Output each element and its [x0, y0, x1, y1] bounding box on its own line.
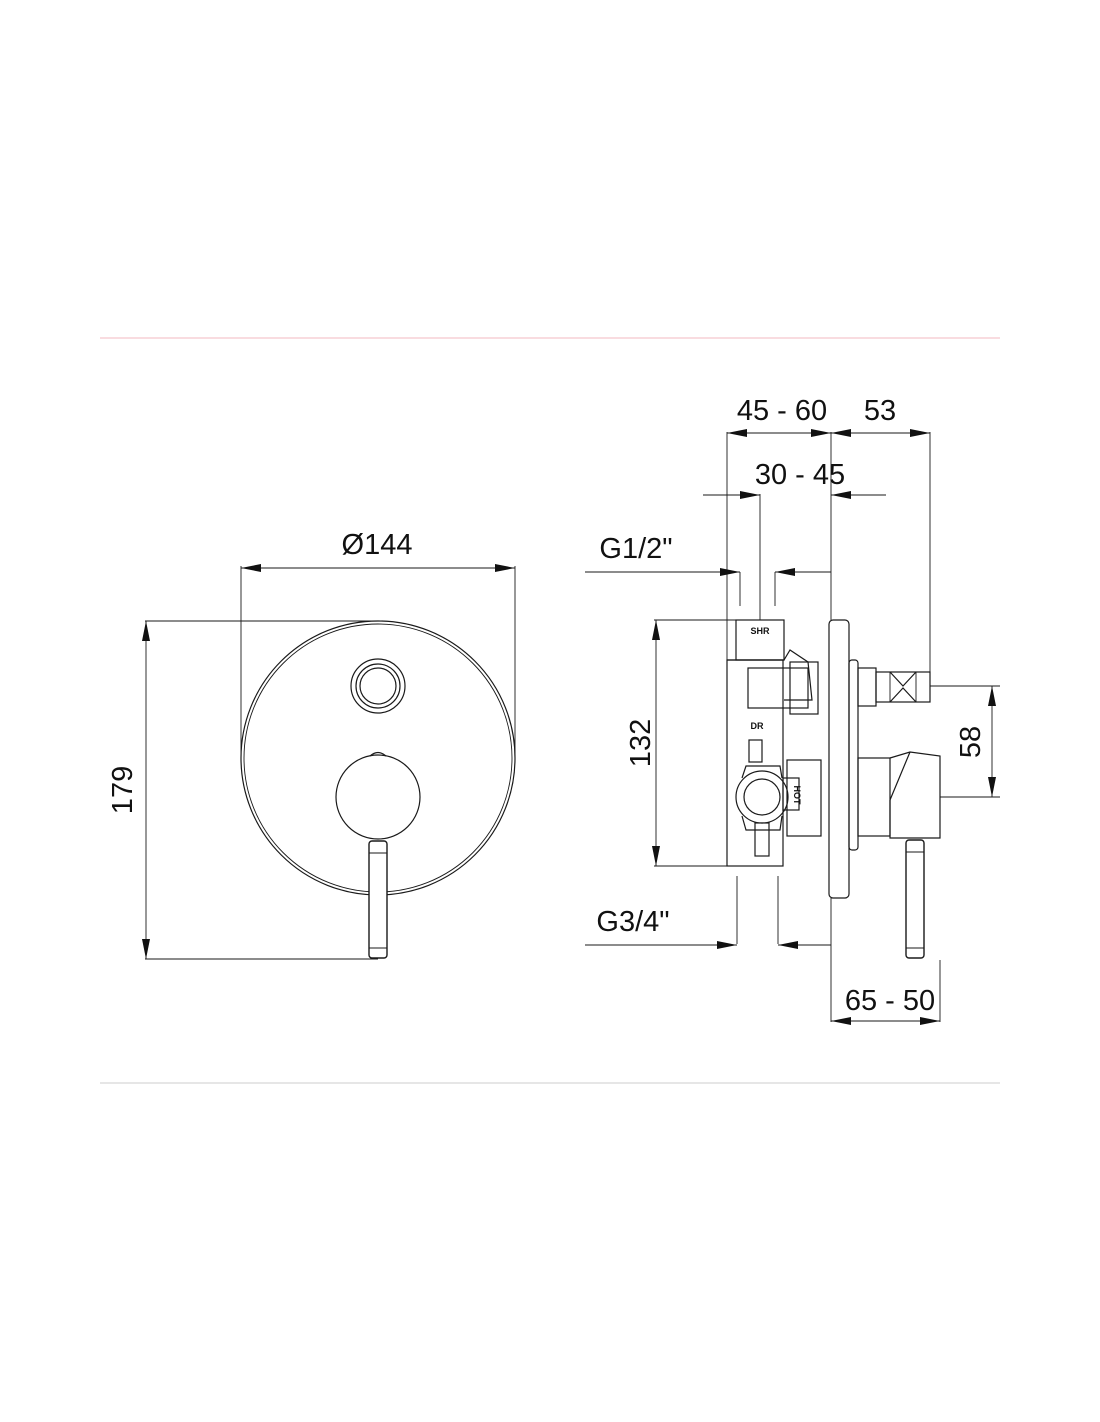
- dim-45-60-label: 45 - 60: [737, 395, 827, 427]
- hot-label-box: [782, 777, 800, 811]
- dim-g34-arrow-r: [778, 941, 798, 949]
- front-view: Ø144 179: [107, 529, 516, 960]
- diverter-side-knob: [875, 671, 931, 703]
- dim-45-60-arrow-r: [811, 429, 831, 437]
- dim-58-arrow-b: [988, 777, 996, 797]
- dim-132-label: 132: [625, 719, 657, 767]
- dim-30-45-arrow-r: [831, 491, 851, 499]
- height-arrow-top: [142, 621, 150, 641]
- diameter-label: Ø144: [342, 529, 413, 561]
- height-arrow-bottom: [142, 939, 150, 959]
- dim-53-arrow-r: [910, 429, 930, 437]
- dim-45-60-arrow-l: [727, 429, 747, 437]
- lever-handle: [368, 840, 388, 959]
- side-view: SHR DR HOT: [585, 395, 1000, 1025]
- dim-58-arrow-t: [988, 686, 996, 706]
- upper-cartridge: [747, 667, 809, 709]
- inlet-fitting-low: [741, 815, 783, 831]
- diverter-knob-outer: [350, 658, 406, 714]
- dim-30-45-arrow-l: [740, 491, 760, 499]
- wall-plate: [828, 619, 850, 899]
- shr-fitting: [727, 649, 813, 701]
- dim-132-arrow-b: [652, 846, 660, 866]
- dim-g34-arrow-l: [717, 941, 737, 949]
- height-label: 179: [107, 766, 139, 814]
- inlet-stem: [754, 822, 770, 857]
- plate-rim: [848, 659, 859, 851]
- diverter-knob-inner: [359, 667, 397, 705]
- diverter-side-stem: [857, 667, 877, 707]
- upper-cartridge-ring: [789, 661, 819, 715]
- dim-132-arrow-t: [652, 620, 660, 640]
- mixer-cartridge: [786, 759, 822, 837]
- hub-side-sleeve: [857, 757, 891, 837]
- dia-arrow-right: [495, 564, 515, 572]
- dim-65-50-arrow-r: [920, 1017, 940, 1025]
- lever-hub-tip: [369, 751, 387, 757]
- dim-53-arrow-l: [831, 429, 851, 437]
- dim-g34-label: G3/4": [596, 906, 669, 938]
- tag-dr: DR: [751, 721, 764, 731]
- lever-side: [905, 839, 925, 959]
- tag-hot: HOT: [792, 786, 802, 806]
- dim-65-50-label: 65 - 50: [845, 985, 935, 1017]
- tag-shr: SHR: [750, 626, 770, 636]
- dim-65-50-arrow-l: [831, 1017, 851, 1025]
- dim-g12-arrow-r: [775, 568, 795, 576]
- inlet-fitting-inner: [743, 778, 781, 816]
- inlet-fitting-hex: [741, 765, 783, 779]
- dim-g12-label: G1/2": [599, 533, 672, 565]
- dim-30-45-label: 30 - 45: [755, 459, 845, 491]
- hub-side-cut: [889, 751, 911, 801]
- diverter-knob-mid: [355, 663, 401, 709]
- dim-58-label: 58: [955, 726, 987, 758]
- diverter-side-face: [889, 671, 917, 703]
- dia-arrow-left: [241, 564, 261, 572]
- dim-g12-arrow-l: [720, 568, 740, 576]
- hub-side-head: [889, 751, 941, 839]
- dr-port: [748, 739, 763, 763]
- lever-hub: [335, 754, 421, 840]
- dim-53-label: 53: [864, 395, 896, 427]
